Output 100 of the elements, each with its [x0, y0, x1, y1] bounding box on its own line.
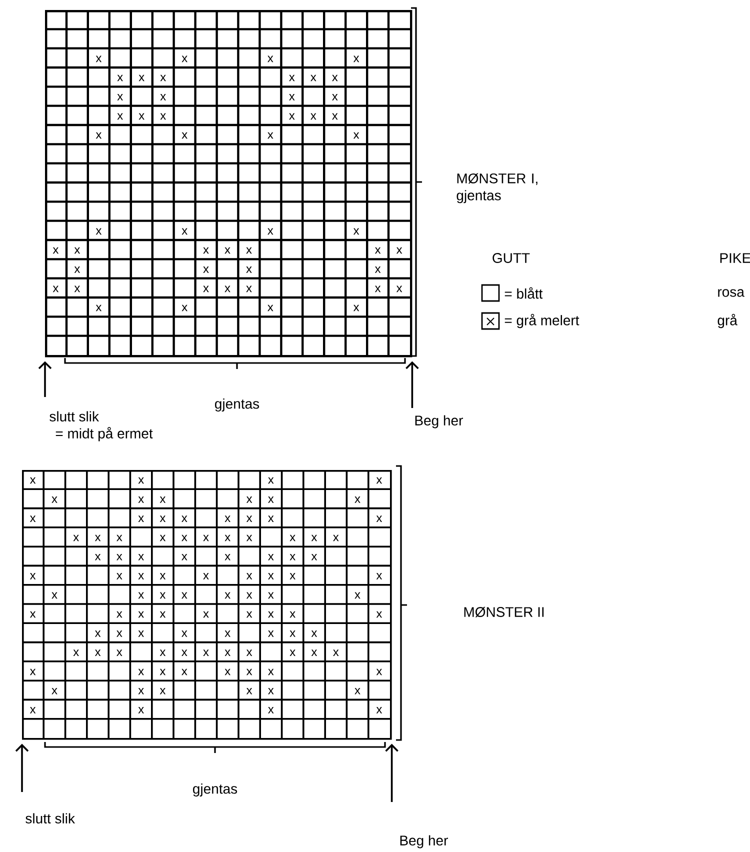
chart-symbol: x [268, 304, 274, 312]
chart-symbol: x [374, 266, 381, 273]
chart-symbol: x [160, 94, 166, 100]
chart-symbol: x [268, 496, 274, 503]
chart-symbol: x [396, 286, 402, 292]
pattern-title: MØNSTER I, gjentas [456, 173, 538, 204]
chart-symbol: x [203, 286, 209, 292]
pattern-title: MØNSTER II [464, 606, 544, 618]
arrow [38, 361, 52, 397]
chart-symbol: x [52, 592, 58, 599]
chart-symbol: x [332, 74, 338, 82]
chart-symbol: x [96, 132, 102, 139]
chart-symbol: x [246, 668, 252, 676]
chart-symbol: x [74, 247, 80, 254]
chart-symbol: x [376, 707, 382, 714]
legend-text: = grå melert [504, 314, 580, 328]
chart-symbol: x [138, 516, 144, 522]
chart-symbol: x [52, 496, 58, 503]
chart-symbol: x [374, 286, 381, 292]
chart-symbol: x [268, 630, 274, 637]
chart-symbol: x [376, 668, 382, 676]
chart-symbol: x [160, 534, 166, 542]
chart-symbol: x [290, 573, 296, 580]
chart-symbol: x [246, 247, 252, 254]
chart-symbol: x [138, 496, 144, 503]
chart-symbol: x [94, 554, 101, 560]
label-text: GUTT [492, 253, 530, 263]
chart-symbol: x [246, 592, 252, 599]
chart-symbol: x [354, 496, 360, 503]
chart-symbol: x [268, 516, 274, 522]
chart-symbol: x [138, 611, 144, 618]
chart-symbol: x [117, 74, 123, 82]
label-text: gjentas [193, 783, 238, 797]
chart-symbol: x [376, 477, 382, 484]
chart-symbol: x [332, 113, 338, 120]
note-text: = midt på ermet [56, 427, 153, 442]
chart-symbol: x [246, 266, 252, 273]
chart-symbol: x [376, 573, 382, 580]
chart-symbol: x [203, 534, 209, 542]
chart-symbol: x [224, 516, 230, 522]
chart-symbol: x [203, 266, 209, 273]
chart-symbol: x [182, 304, 188, 312]
chart-symbol: x [246, 534, 252, 542]
chart-symbol: x [353, 56, 360, 62]
legend-text: = blått [504, 287, 543, 299]
chart-symbol: x [74, 266, 80, 273]
chart-symbol: x [138, 477, 144, 484]
chart-symbol: x [203, 611, 209, 618]
chart-symbol: x [96, 304, 102, 312]
chart-symbol: x [182, 554, 188, 560]
chart-symbol: x [268, 611, 274, 618]
chart-symbol: x [268, 228, 274, 235]
chart-symbol: x [354, 688, 360, 694]
chart-symbol: x [224, 554, 230, 560]
chart-symbol: x [224, 650, 230, 656]
chart-symbol: x [353, 132, 360, 139]
chart-symbol: x [396, 247, 402, 254]
chart-symbol: x [94, 650, 101, 656]
chart-symbol: x [268, 592, 274, 599]
chart-symbol: x [160, 74, 166, 82]
chart-symbol: x [246, 516, 252, 522]
chart-symbol: x [268, 132, 274, 139]
chart-symbol: x [116, 630, 122, 637]
chart-symbol: x [30, 611, 36, 618]
chart-symbol: x [138, 113, 144, 120]
chart-symbol: x [268, 688, 274, 694]
chart-symbol: x [224, 630, 230, 637]
chart-symbol: x [94, 534, 101, 542]
chart-symbol: x [74, 286, 80, 292]
chart-symbol: x [374, 247, 381, 254]
chart-symbol: x [289, 94, 295, 100]
chart-symbol: x [138, 668, 144, 676]
note-text: slutt slik [50, 411, 99, 422]
arrow [385, 744, 398, 802]
chart-symbol: x [290, 554, 296, 560]
chart-symbol: x [160, 592, 166, 599]
chart-symbol: x [160, 611, 166, 618]
chart-symbol: x [52, 247, 59, 254]
chart-symbol: x [224, 286, 230, 292]
chart-symbol: x [246, 650, 252, 656]
chart-symbol: x [246, 611, 252, 618]
chart-symbol: x [311, 534, 318, 542]
chart-symbol: x [376, 516, 382, 522]
chart-symbol: x [332, 94, 338, 100]
chart-symbol: x [224, 668, 230, 676]
chart-symbol: x [376, 611, 382, 618]
chart-symbol: x [94, 630, 101, 637]
chart-symbol: x [182, 592, 188, 599]
chart-symbol: x [182, 132, 188, 139]
chart-symbol: x [96, 56, 102, 62]
chart-symbol: x [182, 228, 188, 235]
chart-symbol: x [73, 534, 79, 542]
chart-symbol: x [311, 630, 318, 637]
chart-symbol: x [289, 74, 295, 82]
chart-symbol: x [203, 247, 209, 254]
chart-symbol: x [224, 534, 230, 542]
chart-symbol: x [182, 630, 188, 637]
chart-symbol: x [138, 554, 144, 560]
chart-symbol: x [138, 630, 144, 637]
chart-symbol: x [311, 650, 318, 656]
